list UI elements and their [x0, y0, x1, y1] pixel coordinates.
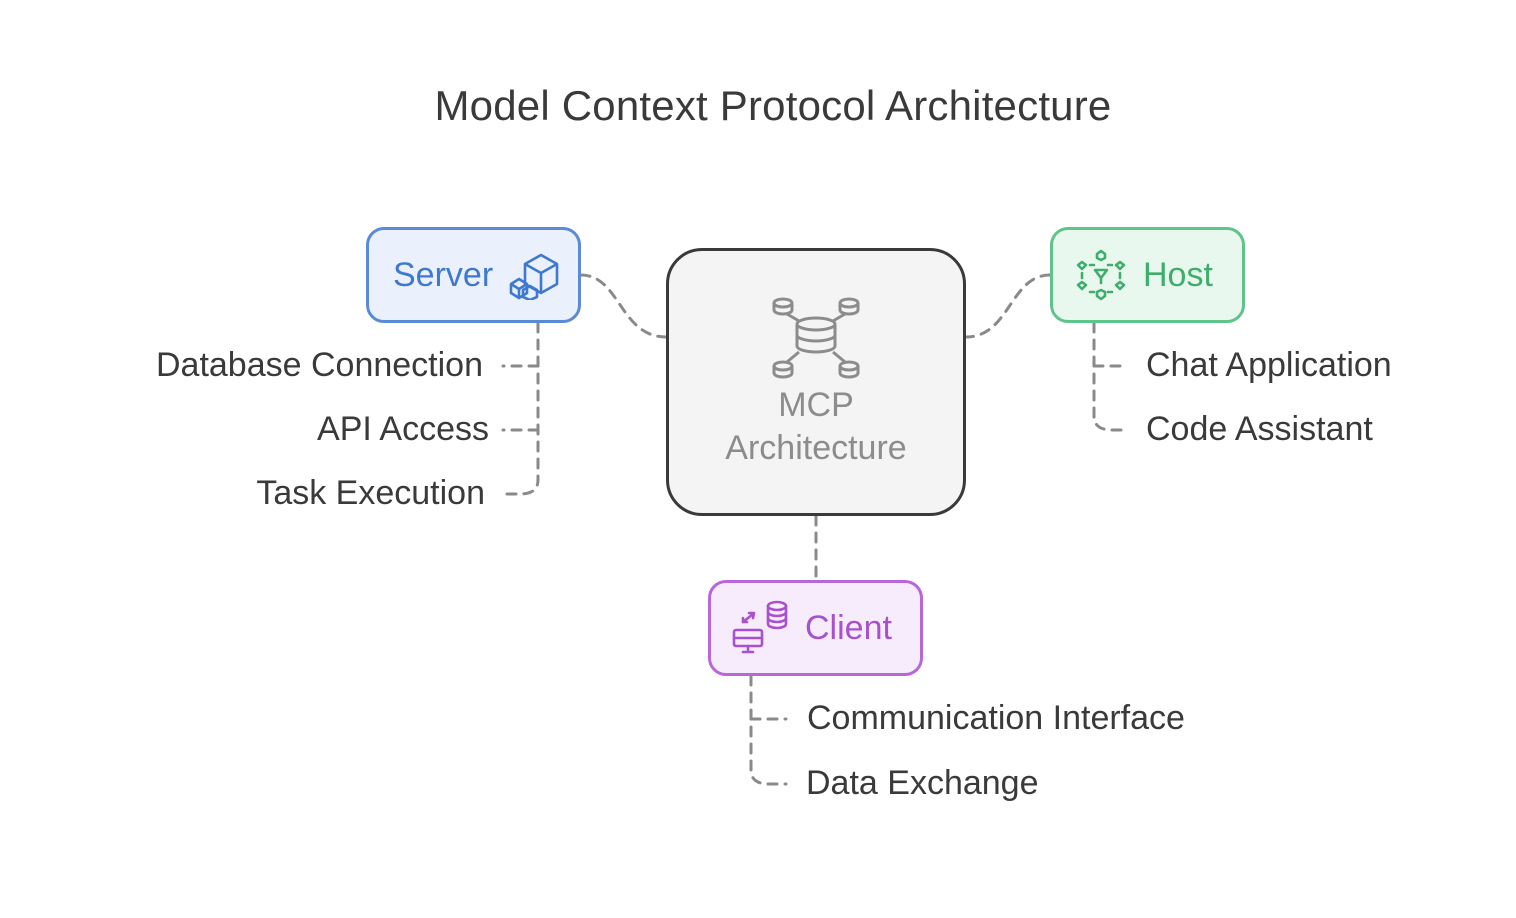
server-label: Server	[393, 255, 494, 294]
server-item-task-execution: Task Execution	[256, 474, 485, 512]
server-node: Server	[366, 227, 581, 323]
host-item-code-assistant: Code Assistant	[1146, 410, 1373, 448]
diagram-title: Model Context Protocol Architecture	[434, 82, 1112, 129]
server-spine	[501, 321, 540, 496]
client-spine	[749, 674, 788, 786]
computer-data-icon	[731, 600, 789, 656]
host-item-chat-application: Chat Application	[1146, 346, 1392, 384]
center-label-line2: Architecture	[725, 429, 907, 467]
client-item-communication-interface: Communication Interface	[807, 699, 1185, 737]
host-label: Host	[1143, 255, 1213, 294]
host-spine	[1092, 321, 1130, 432]
client-item-data-exchange: Data Exchange	[806, 764, 1039, 802]
server-item-database-connection: Database Connection	[155, 346, 483, 384]
database-network-icon	[771, 294, 861, 380]
cubes-icon	[507, 250, 561, 300]
mcp-architecture-node: MCP Architecture	[666, 248, 966, 516]
host-node: Host	[1050, 227, 1245, 323]
center-label-line1: MCP	[778, 386, 854, 424]
client-label: Client	[805, 608, 892, 647]
server-item-api-access: API Access	[317, 410, 489, 448]
network-nodes-icon	[1075, 249, 1127, 301]
server-connector	[579, 273, 668, 339]
host-connector	[964, 273, 1052, 339]
client-node: Client	[708, 580, 923, 676]
